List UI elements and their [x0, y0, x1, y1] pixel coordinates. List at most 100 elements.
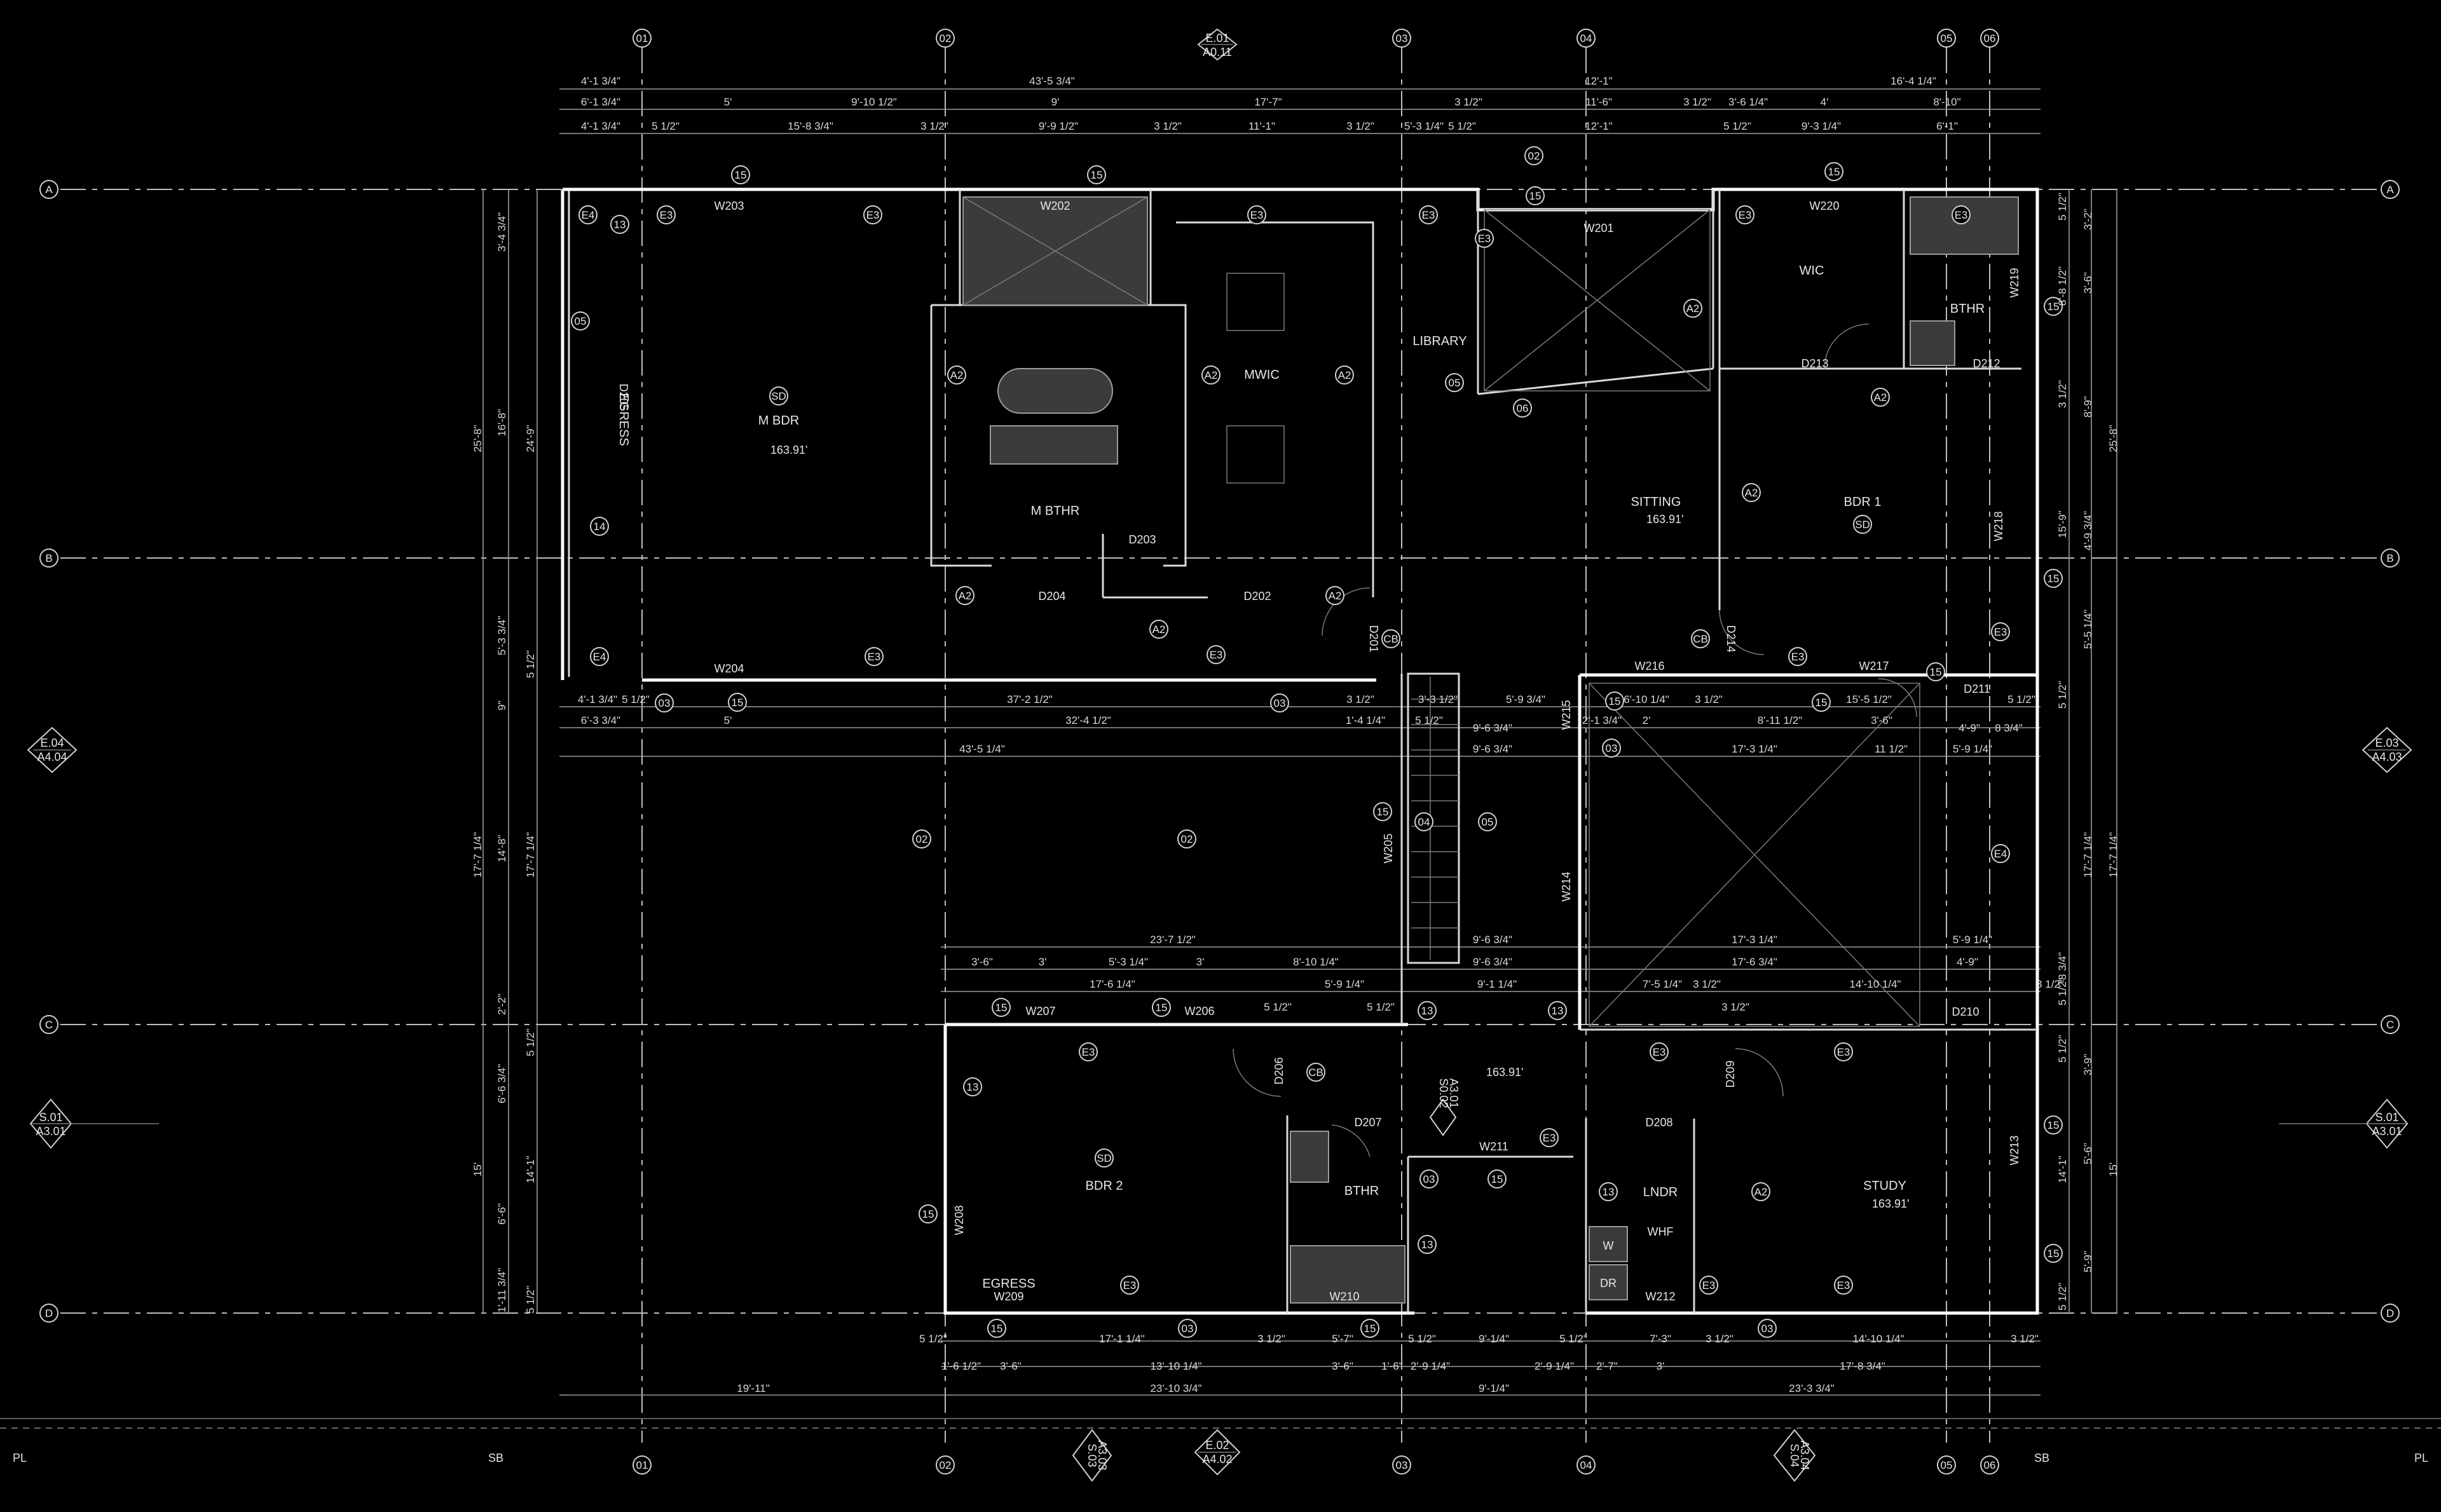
- svg-text:43'-5 1/4": 43'-5 1/4": [959, 743, 1005, 755]
- svg-text:PL: PL: [13, 1452, 27, 1464]
- window-tag: W209: [994, 1290, 1023, 1303]
- svg-text:15: 15: [1815, 697, 1828, 709]
- svg-text:E3: E3: [1994, 626, 2007, 638]
- svg-text:A2: A2: [1754, 1186, 1768, 1198]
- svg-text:17'-7": 17'-7": [1254, 96, 1282, 108]
- svg-text:5 1/2": 5 1/2": [524, 650, 537, 678]
- svg-text:5 1/2": 5 1/2": [1367, 1001, 1395, 1013]
- svg-text:2': 2': [1643, 714, 1651, 726]
- washer-label: W: [1603, 1239, 1614, 1252]
- svg-text:15: 15: [2048, 301, 2060, 313]
- elev-study: 163.91': [1872, 1197, 1910, 1210]
- svg-text:E3: E3: [1478, 233, 1491, 245]
- window-tag: W217: [1859, 660, 1889, 672]
- window-tag: W204: [714, 662, 744, 675]
- svg-text:3 1/2": 3 1/2": [1257, 1333, 1285, 1345]
- svg-text:9'-9 1/2": 9'-9 1/2": [1039, 120, 1078, 132]
- svg-text:5'-3 3/4": 5'-3 3/4": [496, 616, 508, 655]
- svg-text:A3.03: A3.03: [1096, 1440, 1109, 1470]
- svg-text:14'-10 1/4": 14'-10 1/4": [1849, 978, 1901, 990]
- svg-text:12'-1": 12'-1": [1585, 120, 1612, 132]
- svg-text:25'-8": 25'-8": [2107, 425, 2119, 452]
- svg-text:E3: E3: [660, 209, 673, 221]
- svg-text:E3: E3: [1543, 1132, 1556, 1144]
- svg-text:23'-10 3/4": 23'-10 3/4": [1150, 1382, 1201, 1394]
- svg-text:3 1/2": 3 1/2": [1346, 120, 1374, 132]
- door-tag: D203: [1128, 533, 1156, 546]
- dimension-text-top-1: 4'-1 3/4" 43'-5 3/4" 12'-1" 16'-4 1/4": [581, 75, 1936, 87]
- svg-text:E3: E3: [1955, 209, 1968, 221]
- dimension-text-right: 5 1/2" 3'-2" 3'-6" 8'-8 1/2" 3 1/2" 8'-9…: [2056, 193, 2119, 1311]
- svg-text:9": 9": [496, 700, 508, 711]
- room-sitting: SITTING: [1631, 495, 1681, 509]
- col-label: 03: [1396, 32, 1408, 44]
- svg-text:03: 03: [659, 697, 671, 709]
- window-tag: W203: [714, 200, 744, 212]
- svg-text:9'-6 3/4": 9'-6 3/4": [1473, 743, 1512, 755]
- washer-fixture: [1589, 1226, 1628, 1262]
- svg-text:15: 15: [732, 697, 744, 709]
- col-label: 01: [636, 1459, 648, 1471]
- svg-text:5'-5 1/4": 5'-5 1/4": [2082, 610, 2094, 649]
- svg-text:15: 15: [995, 1002, 1008, 1014]
- svg-text:3'-6": 3'-6": [1332, 1360, 1353, 1372]
- svg-text:A3.01: A3.01: [36, 1125, 65, 1138]
- svg-text:13: 13: [1552, 1005, 1564, 1017]
- col-label: 06: [1984, 32, 1996, 44]
- svg-text:9'-6 3/4": 9'-6 3/4": [1473, 934, 1512, 946]
- dryer-label: DR: [1600, 1277, 1617, 1290]
- svg-text:15': 15': [2107, 1162, 2119, 1176]
- svg-text:E.02: E.02: [1205, 1439, 1229, 1452]
- svg-text:8'-10": 8'-10": [1933, 96, 1960, 108]
- egress-label-top: EGRESS: [617, 393, 631, 446]
- elev-hall: 163.91': [1486, 1066, 1524, 1079]
- svg-text:3'-6": 3'-6": [971, 956, 993, 968]
- closet-island: [1226, 273, 1285, 331]
- svg-text:5 1/2": 5 1/2": [2056, 1035, 2068, 1063]
- svg-text:15: 15: [2048, 1119, 2060, 1131]
- svg-text:15'-5 1/2": 15'-5 1/2": [1846, 693, 1892, 705]
- svg-text:E3: E3: [1653, 1046, 1666, 1058]
- room-bdr1: BDR 1: [1844, 495, 1882, 509]
- svg-text:13: 13: [1603, 1186, 1615, 1198]
- dimension-lines: [482, 88, 2117, 1396]
- svg-text:A2: A2: [1205, 369, 1218, 381]
- svg-text:3 1/2": 3 1/2": [1454, 96, 1482, 108]
- row-label: D: [2386, 1307, 2394, 1319]
- grid-lines: [0, 48, 2441, 1443]
- svg-text:5 1/2": 5 1/2": [919, 1333, 947, 1345]
- window-tag: W216: [1634, 660, 1664, 672]
- col-label: 03: [1396, 1459, 1408, 1471]
- bthr-vanity-fixture: [1910, 320, 1955, 366]
- svg-text:5 1/2": 5 1/2": [524, 1286, 537, 1314]
- svg-text:5'-6": 5'-6": [2082, 1143, 2094, 1164]
- open-to-below: [1484, 209, 1920, 1027]
- svg-text:1'-4 1/4": 1'-4 1/4": [1346, 714, 1385, 726]
- svg-text:32'-4 1/2": 32'-4 1/2": [1065, 714, 1111, 726]
- svg-text:E3: E3: [1082, 1046, 1095, 1058]
- svg-text:9'-10 1/2": 9'-10 1/2": [851, 96, 897, 108]
- svg-text:4'-9": 4'-9": [1959, 722, 1980, 734]
- row-label: C: [45, 1019, 53, 1031]
- svg-text:5 1/2": 5 1/2": [622, 693, 650, 705]
- room-m-bdr: M BDR: [758, 414, 799, 428]
- fixtures: [962, 196, 2019, 1304]
- room-bdr2: BDR 2: [1086, 1179, 1123, 1193]
- svg-text:14'-1": 14'-1": [2056, 1155, 2068, 1183]
- svg-text:9'-6 3/4": 9'-6 3/4": [1473, 722, 1512, 734]
- col-label: 04: [1580, 32, 1592, 44]
- svg-text:A2: A2: [950, 369, 964, 381]
- svg-text:15: 15: [1828, 166, 1840, 178]
- svg-text:E3: E3: [868, 651, 881, 663]
- svg-text:2'-9 1/4": 2'-9 1/4": [1535, 1360, 1574, 1372]
- svg-text:E4: E4: [1994, 848, 2007, 860]
- door-tag: D214: [1725, 625, 1737, 652]
- svg-text:11'-1": 11'-1": [1248, 120, 1275, 132]
- svg-text:2'-2": 2'-2": [496, 993, 508, 1015]
- svg-text:13: 13: [967, 1081, 979, 1093]
- section-marker-interior: S0.02 A3.01: [1429, 1078, 1460, 1136]
- svg-text:3'-2": 3'-2": [2082, 208, 2094, 230]
- svg-text:E3: E3: [1837, 1279, 1850, 1291]
- svg-text:02: 02: [916, 833, 928, 845]
